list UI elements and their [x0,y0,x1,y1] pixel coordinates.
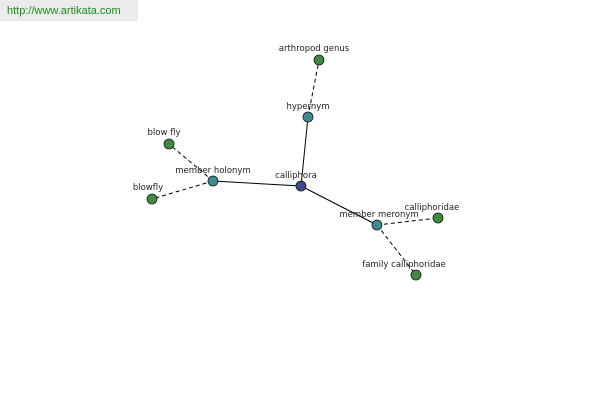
edge-hypernym-arthropod-genus [307,59,320,118]
node-label-blow-fly: blow fly [148,128,181,138]
edge-calliphora-hypernym [300,116,309,187]
node-label-hypernym: hypernym [286,102,329,112]
edge-calliphora-member-holonym [212,180,302,187]
graph-edges [151,59,439,276]
edge-member-meronym-family-calliphoridae [376,224,417,276]
node-label-calliphoridae: calliphoridae [405,203,460,213]
node-blow-fly[interactable] [163,138,175,150]
node-calliphora[interactable] [295,180,307,192]
node-family-calliphoridae[interactable] [410,269,422,281]
node-blowfly[interactable] [146,193,158,205]
url-banner: http://www.artikata.com [0,0,138,21]
graph-nodes: calliphora hypernym arthropod genus member … [133,44,460,281]
node-label-member-holonym: member holonym [175,166,250,176]
edge-member-holonym-blowfly [151,180,214,200]
node-label-member-meronym: member meronym [339,210,418,220]
node-arthropod-genus[interactable] [313,54,325,66]
edge-member-holonym-blow-fly [168,143,214,182]
node-calliphoridae[interactable] [432,212,444,224]
node-label-calliphora: calliphora [275,171,317,181]
node-label-arthropod-genus: arthropod genus [279,44,350,54]
node-member-holonym[interactable] [207,175,219,187]
node-hypernym[interactable] [302,111,314,123]
node-label-blowfly: blowfly [133,183,163,193]
node-member-meronym[interactable] [371,219,383,231]
edge-calliphora-member-meronym [300,185,378,226]
node-label-family-calliphoridae: family calliphoridae [362,260,446,270]
edge-member-meronym-calliphoridae [376,217,439,226]
site-url-link[interactable]: http://www.artikata.com [7,5,121,17]
